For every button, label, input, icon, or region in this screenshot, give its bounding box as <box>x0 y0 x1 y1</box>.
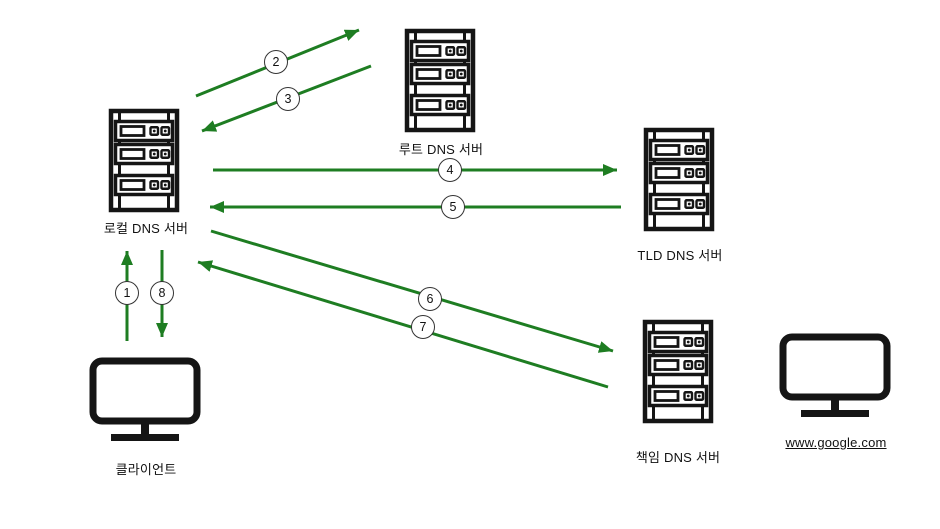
arrow-step-6 <box>210 229 614 353</box>
label-website-url: www.google.com <box>785 435 887 450</box>
server-icon-auth-dns <box>642 319 714 424</box>
step-badge-5: 5 <box>441 195 465 219</box>
step-badge-2: 2 <box>264 50 288 74</box>
server-icon-tld-dns <box>643 127 715 232</box>
server-icon-root-dns <box>404 28 476 133</box>
step-badge-1: 1 <box>115 281 139 305</box>
step-badge-4: 4 <box>438 158 462 182</box>
label-client: 클라이언트 <box>115 462 177 477</box>
step-badge-6: 6 <box>418 287 442 311</box>
label-root-dns-server: 루트 DNS 서버 <box>398 142 484 157</box>
step-badge-7: 7 <box>411 315 435 339</box>
monitor-icon-client <box>89 357 201 441</box>
server-icon-local-dns <box>108 108 180 213</box>
step-badge-8: 8 <box>150 281 174 305</box>
label-auth-dns-server: 책임 DNS 서버 <box>635 450 721 465</box>
label-local-dns-server: 로컬 DNS 서버 <box>103 221 189 236</box>
monitor-icon-website <box>779 333 891 417</box>
arrow-step-7 <box>197 260 609 389</box>
label-tld-dns-server: TLD DNS 서버 <box>637 248 723 263</box>
step-badge-3: 3 <box>276 87 300 111</box>
